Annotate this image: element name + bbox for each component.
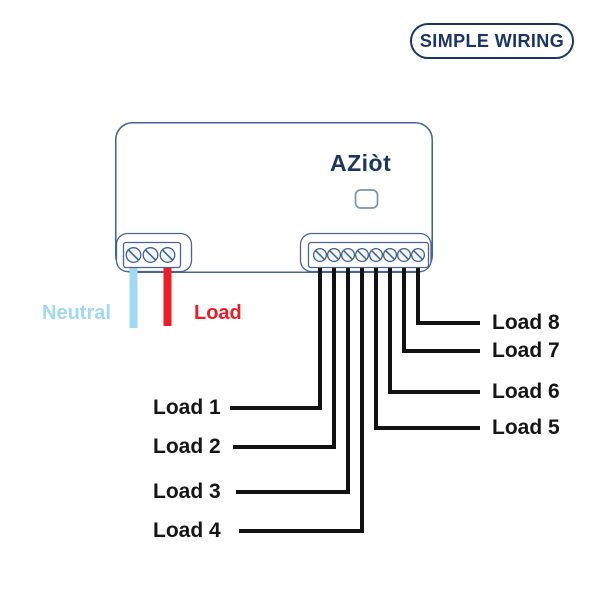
load-label-1: Load 1 <box>153 396 221 419</box>
load-label-2: Load 2 <box>153 435 221 458</box>
badge-label: SIMPLE WIRING <box>419 30 565 51</box>
load-wire-2 <box>233 252 336 449</box>
load-label-8: Load 8 <box>492 311 560 334</box>
load-wire-5 <box>374 252 480 430</box>
load-wire-8 <box>416 252 480 325</box>
screw-terminal-load-7 <box>396 247 412 263</box>
load-label-7: Load 7 <box>492 339 560 362</box>
screw-terminal-load-3 <box>340 247 356 263</box>
screw-terminal-load-5 <box>368 247 384 263</box>
load-wire-4 <box>239 252 364 533</box>
screw-terminal-neutral <box>125 247 142 263</box>
live-load-label: Load <box>194 302 242 324</box>
load-wire-6 <box>388 252 480 394</box>
screw-terminal-live <box>159 247 176 263</box>
load-label-5: Load 5 <box>492 416 560 439</box>
load-wire-1 <box>230 252 322 410</box>
load-label-4: Load 4 <box>153 519 221 542</box>
aziot-logo: AZiòt <box>330 150 392 176</box>
screw-terminal-load-8 <box>410 247 426 263</box>
screw-terminal-load-6 <box>382 247 398 263</box>
neutral-label: Neutral <box>42 302 111 324</box>
simple-wiring-badge: SIMPLE WIRING <box>410 23 574 59</box>
load-label-6: Load 6 <box>492 380 560 403</box>
screw-terminal-load-2 <box>326 247 342 263</box>
load-wire-7 <box>402 252 480 353</box>
load-wire-3 <box>236 252 350 494</box>
device-button <box>354 189 379 209</box>
screw-terminal-load-1 <box>312 247 328 263</box>
screw-terminal-load-4 <box>354 247 370 263</box>
load-label-3: Load 3 <box>153 480 221 503</box>
screw-terminal-middle <box>142 247 159 263</box>
